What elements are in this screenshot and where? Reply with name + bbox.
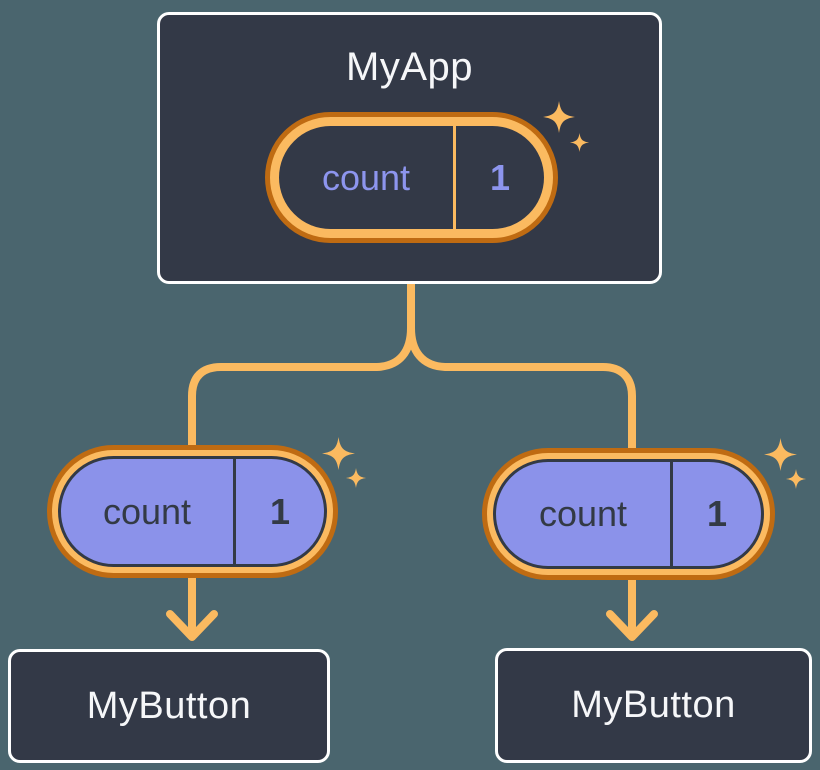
component-title: MyButton [86,684,252,727]
component-title: MyButton [571,684,736,726]
state-value-label: 1 [489,156,511,198]
state-pill-right: count 1 [482,448,775,580]
state-pill-core: count 1 [279,126,544,229]
sparkle-icon [543,101,575,133]
state-pill-myapp: count 1 [265,112,558,243]
sparkle-icon [786,469,806,489]
state-value-label: 1 [706,493,728,534]
sparkle-icon [346,468,366,488]
sparkle-icon [322,437,355,470]
state-name-label: count [102,490,192,532]
sparkle-icon [570,133,589,152]
sparkle-icon [764,438,797,471]
state-name-label: count [538,493,628,534]
state-pill-core: count 1 [58,456,327,567]
component-node-mybutton-left: MyButton [8,649,330,763]
pill-divider [670,462,673,566]
connector-right-branch [407,276,636,637]
state-pill-left: count 1 [47,445,338,578]
state-pill-core: count 1 [493,459,764,569]
arrowhead-left-icon [166,610,218,641]
component-node-mybutton-right: MyButton [495,648,812,763]
component-title: MyApp [346,45,473,89]
pill-divider [233,459,236,564]
arrowhead-right-icon [606,610,658,641]
state-name-label: count [321,156,411,198]
state-value-label: 1 [269,490,291,532]
pill-divider [453,126,456,229]
